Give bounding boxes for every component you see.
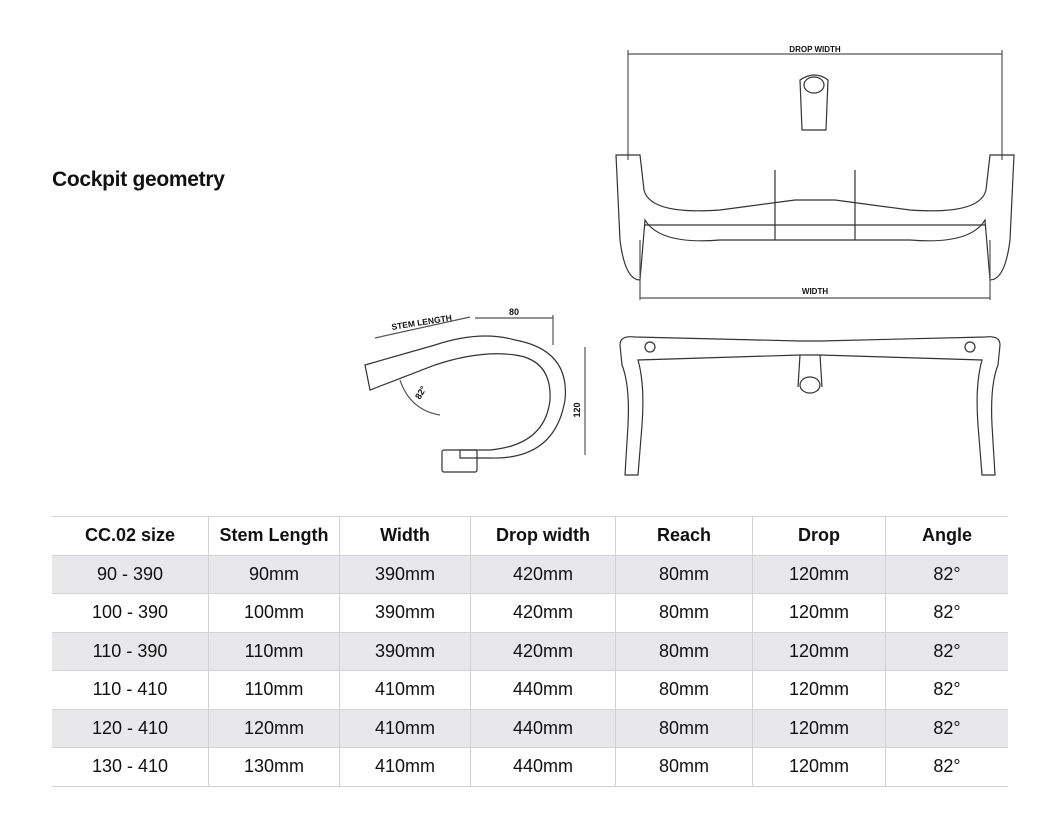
cell-drop-width: 440mm xyxy=(470,670,616,709)
geometry-table: CC.02 size Stem Length Width Drop width … xyxy=(52,516,1008,787)
cell-size: 110 - 410 xyxy=(92,679,168,700)
cell-size: 130 - 410 xyxy=(91,756,169,777)
angle-label: 82° xyxy=(413,384,429,401)
cell-stem-length: 110mm xyxy=(208,670,340,709)
cell-size: 120 - 410 xyxy=(91,717,169,738)
cell-drop-width: 440mm xyxy=(470,709,616,748)
cell-drop: 120mm xyxy=(752,747,886,786)
header-angle: Angle xyxy=(885,516,1008,555)
cell-angle: 82° xyxy=(885,632,1008,671)
width-label: WIDTH xyxy=(802,287,828,296)
cell-drop-width: 420mm xyxy=(470,593,616,632)
side-view-diagram: STEM LENGTH 80 120 82° xyxy=(364,307,586,473)
cell-width: 410mm xyxy=(339,670,471,709)
header-size: CC.02 size xyxy=(84,525,176,546)
stem-length-label: STEM LENGTH xyxy=(391,313,453,332)
cell-angle: 82° xyxy=(885,555,1008,594)
cell-reach: 80mm xyxy=(615,670,753,709)
cell-drop: 120mm xyxy=(752,632,886,671)
page-title: Cockpit geometry xyxy=(52,168,225,191)
cell-width: 410mm xyxy=(339,747,471,786)
cell-width: 390mm xyxy=(339,593,471,632)
cell-angle: 82° xyxy=(885,709,1008,748)
cell-drop-width: 420mm xyxy=(470,555,616,594)
header-stem-length: Stem Length xyxy=(208,516,340,555)
cell-reach: 80mm xyxy=(615,555,753,594)
header-width: Width xyxy=(339,516,471,555)
cell-stem-length: 90mm xyxy=(208,555,340,594)
cell-width: 410mm xyxy=(339,709,471,748)
drop-label: 120 xyxy=(572,402,582,417)
cell-reach: 80mm xyxy=(615,632,753,671)
cell-stem-length: 110mm xyxy=(208,632,340,671)
cell-size: 100 - 390 xyxy=(91,602,169,623)
header-drop: Drop xyxy=(752,516,886,555)
table-header-row: CC.02 size Stem Length Width Drop width … xyxy=(52,516,1008,555)
cell-size: 110 - 390 xyxy=(92,640,168,661)
header-drop-width: Drop width xyxy=(470,516,616,555)
cell-stem-length: 100mm xyxy=(208,593,340,632)
cell-angle: 82° xyxy=(885,593,1008,632)
cell-drop-width: 420mm xyxy=(470,632,616,671)
cell-size: 90 - 390 xyxy=(96,563,164,584)
cell-drop: 120mm xyxy=(752,593,886,632)
top-view-diagram xyxy=(619,336,1001,476)
header-reach: Reach xyxy=(615,516,753,555)
drop-width-label: DROP WIDTH xyxy=(789,45,841,54)
reach-label: 80 xyxy=(509,307,519,317)
cell-reach: 80mm xyxy=(615,709,753,748)
cell-stem-length: 130mm xyxy=(208,747,340,786)
front-view-diagram: DROP WIDTH WIDTH xyxy=(615,45,1015,300)
cell-angle: 82° xyxy=(885,747,1008,786)
cell-reach: 80mm xyxy=(615,593,753,632)
cell-reach: 80mm xyxy=(615,747,753,786)
cell-stem-length: 120mm xyxy=(208,709,340,748)
cell-drop: 120mm xyxy=(752,670,886,709)
cell-width: 390mm xyxy=(339,555,471,594)
cell-drop: 120mm xyxy=(752,555,886,594)
cell-drop: 120mm xyxy=(752,709,886,748)
cell-drop-width: 440mm xyxy=(470,747,616,786)
cell-width: 390mm xyxy=(339,632,471,671)
cell-angle: 82° xyxy=(885,670,1008,709)
